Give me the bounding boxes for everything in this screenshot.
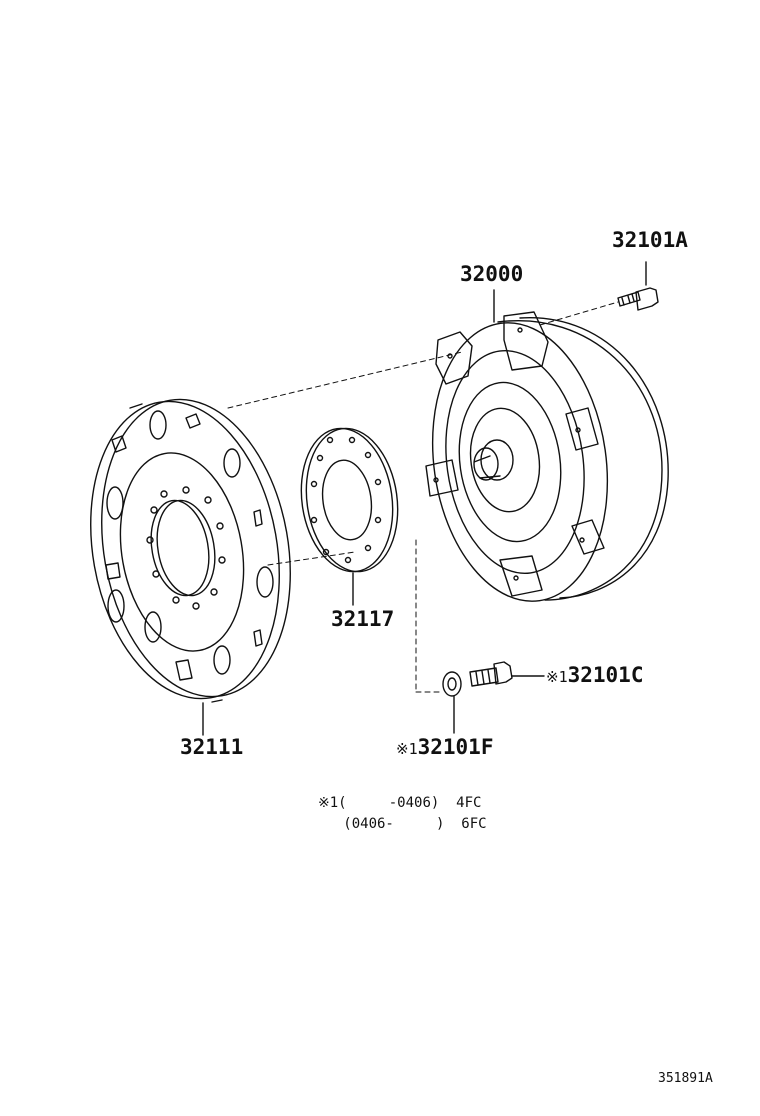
washer-32101F — [442, 671, 462, 734]
part-label-32101F: 32101F — [417, 735, 494, 759]
flex-plate-32111 — [90, 398, 291, 736]
torque-converter-32000 — [425, 289, 669, 602]
part-label-32117: 32117 — [331, 607, 395, 631]
assembly-guide-lines — [227, 301, 619, 693]
part-label-32101F-group: ※132101F — [396, 735, 493, 759]
footnote-line-1: ※1( -0406) 4FC — [318, 795, 482, 811]
part-label-32111: 32111 — [180, 735, 244, 759]
diagram-id: 351891A — [658, 1071, 713, 1086]
part-label-32101C: 32101C — [567, 663, 644, 687]
part-label-32101C-group: ※132101C — [546, 663, 643, 687]
reference-mark-c: ※1 — [546, 668, 568, 686]
part-label-32000: 32000 — [460, 262, 524, 286]
bolt-32101C — [469, 661, 545, 687]
part-label-32101A: 32101A — [612, 228, 688, 252]
footnote-line-2: (0406- ) 6FC — [318, 816, 487, 832]
reference-mark-f: ※1 — [396, 740, 418, 758]
drive-plate-32117 — [300, 427, 399, 606]
bolt-32101A — [617, 261, 659, 311]
